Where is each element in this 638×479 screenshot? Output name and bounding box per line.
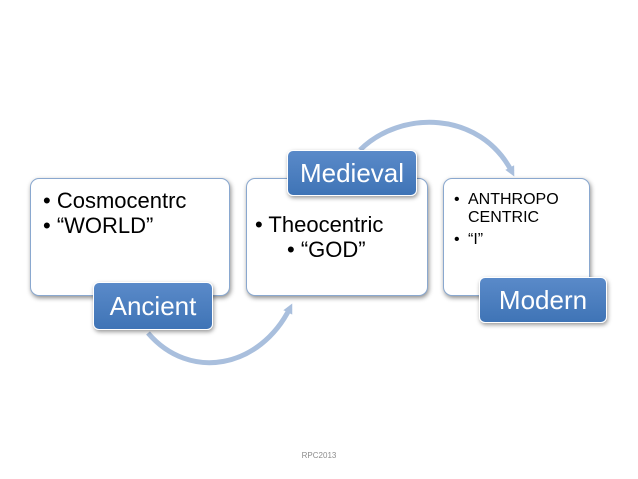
list-item: •“I” — [454, 230, 484, 248]
list-item: • Theocentric — [255, 212, 384, 237]
card-modern: • ANTHROPO CENTRIC •“I” — [443, 178, 590, 296]
label-ancient: Ancient — [93, 282, 213, 330]
card-ancient: • Cosmocentrc • “WORLD” — [30, 178, 230, 296]
list-item: • “GOD” — [287, 236, 366, 262]
label-modern: Modern — [479, 277, 607, 323]
list-item: • Cosmocentrc — [43, 188, 187, 213]
footer-text: RPC2013 — [301, 451, 337, 460]
arrow-medieval-to-modern — [358, 119, 515, 177]
arrow-ancient-to-medieval — [146, 303, 293, 366]
list-item: • ANTHROPO CENTRIC — [454, 191, 559, 226]
label-medieval: Medieval — [287, 150, 417, 196]
list-item: • “WORLD” — [43, 212, 154, 238]
